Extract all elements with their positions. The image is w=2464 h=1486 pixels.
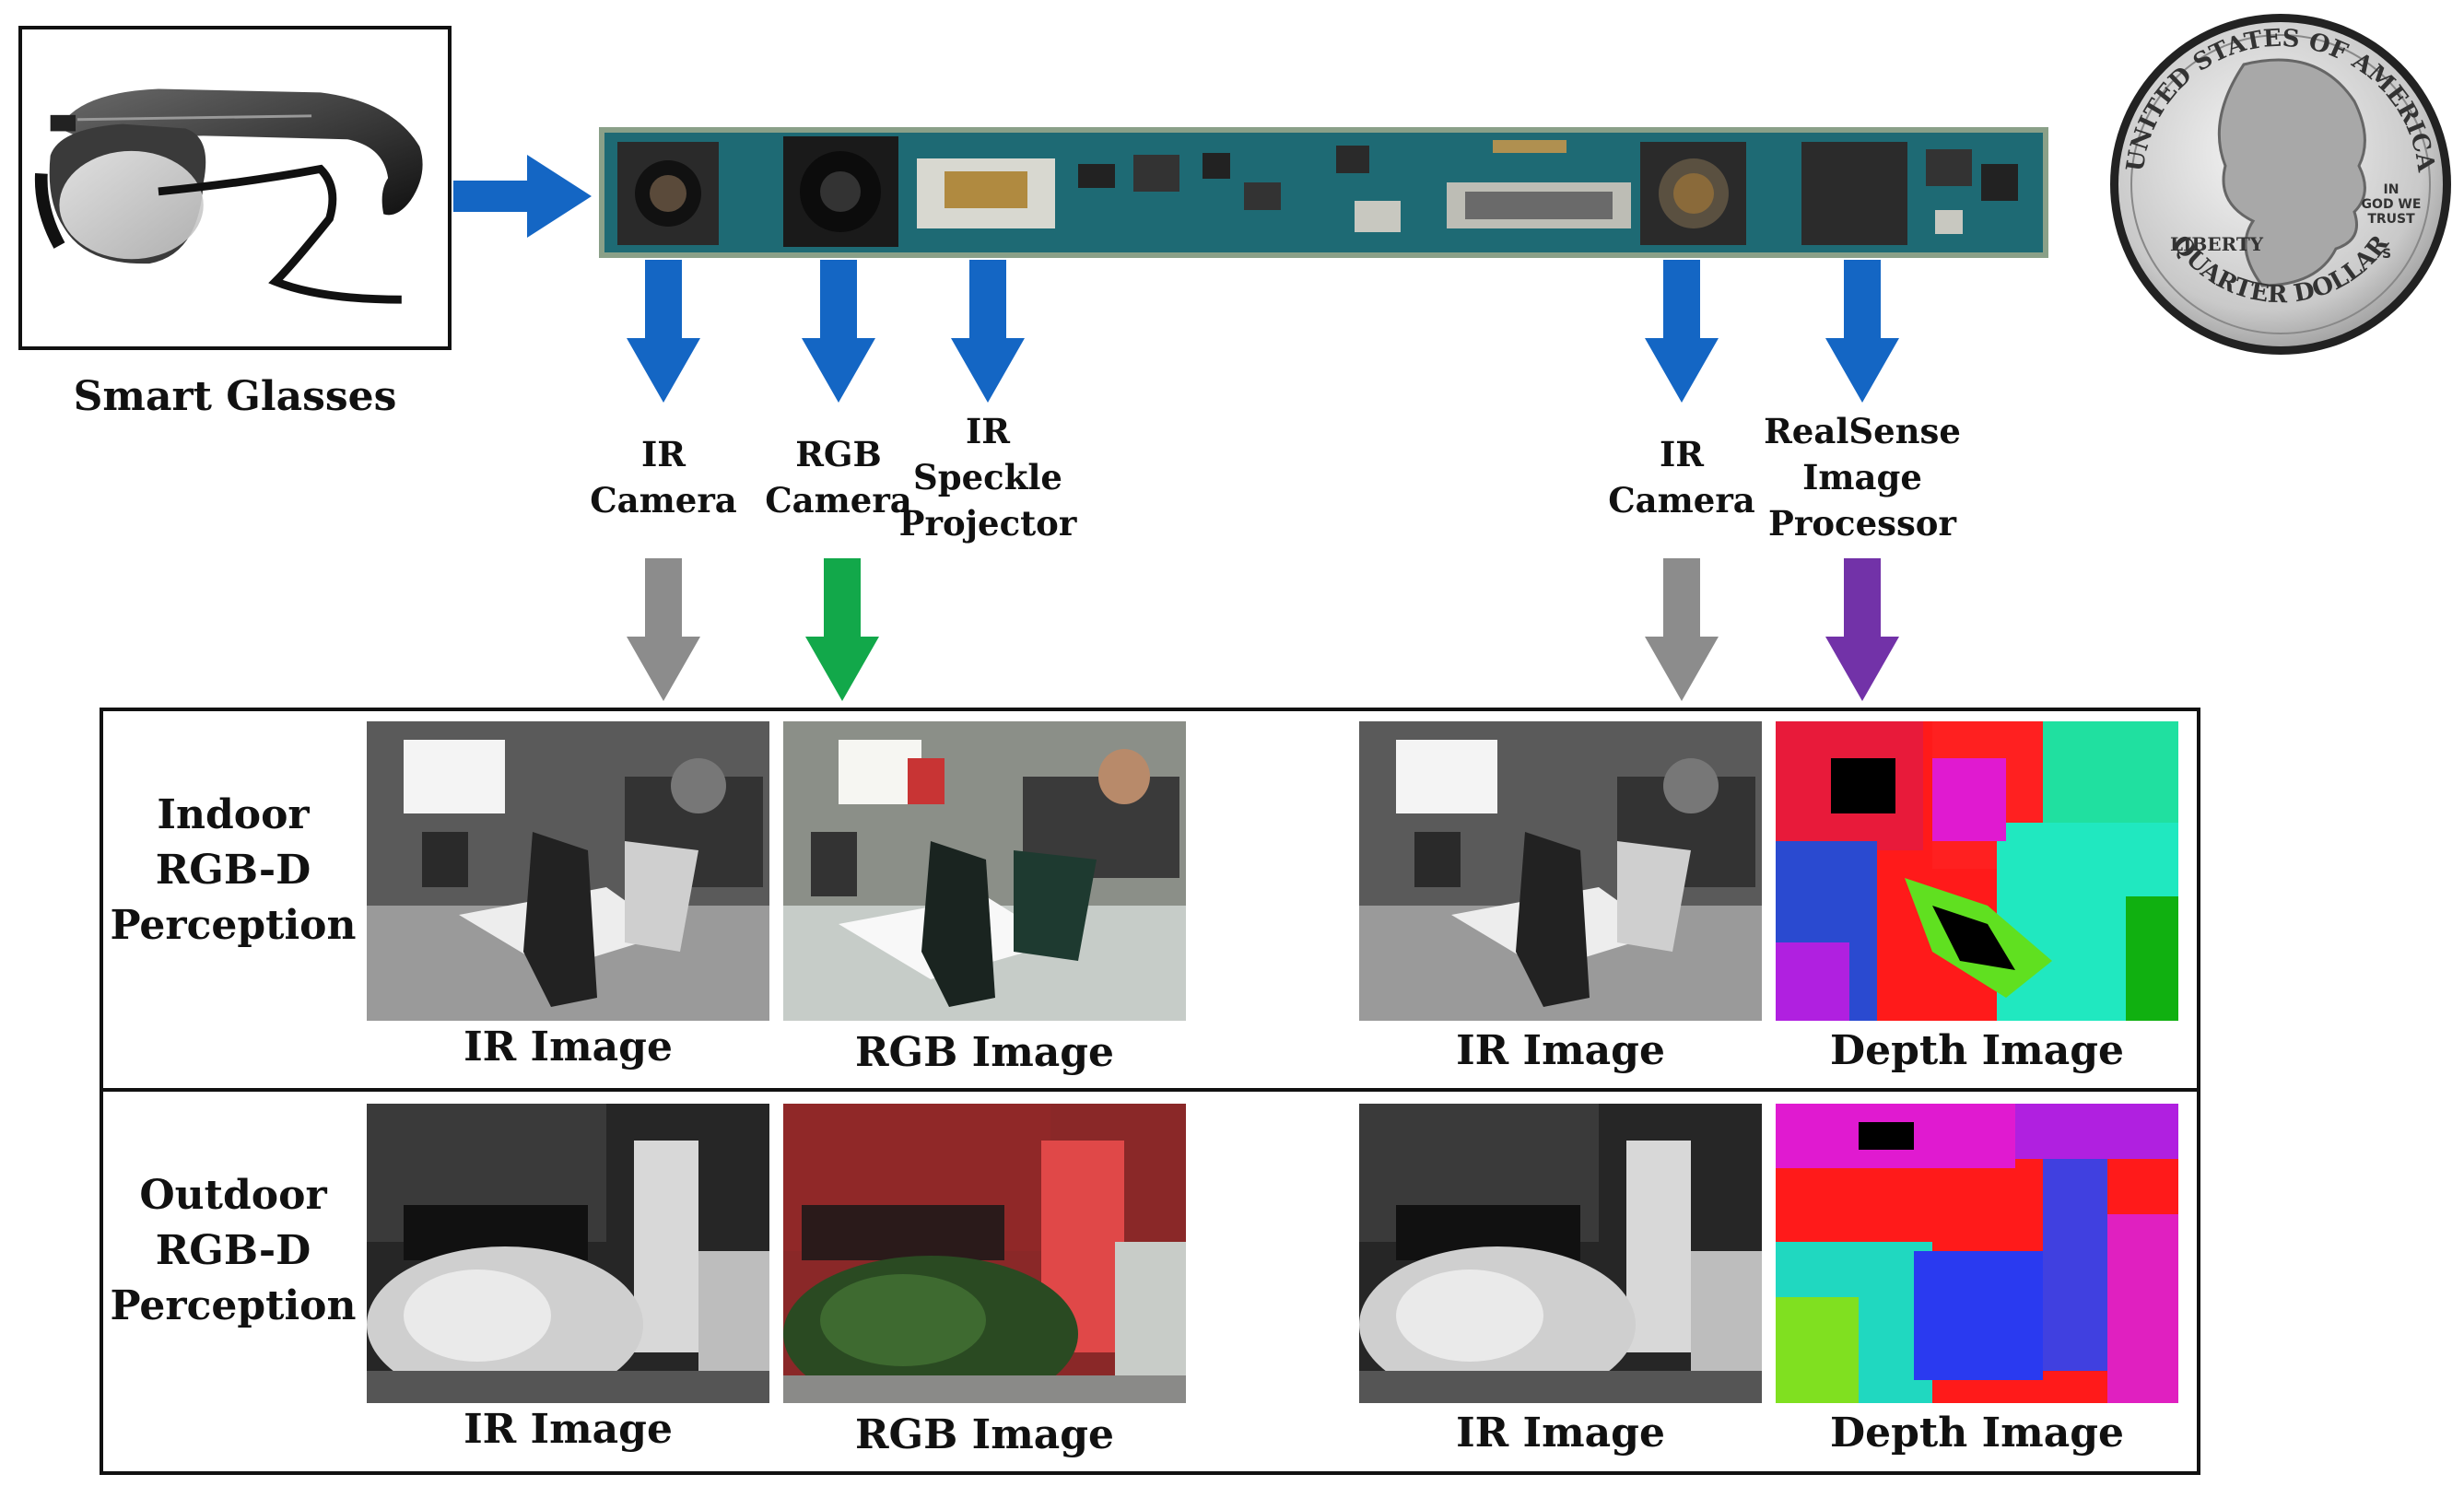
coin-liberty: LIBERTY bbox=[2170, 233, 2264, 255]
arrow-board-rgb bbox=[802, 260, 875, 403]
coin-top-text: UNITED STATES OF AMERICA bbox=[2121, 25, 2439, 174]
arrow-board-processor bbox=[1825, 260, 1899, 403]
coin-motto-3: TRUST bbox=[2367, 212, 2415, 227]
indoor-rgb-image bbox=[783, 721, 1186, 1021]
caption-indoor-rgb: RGB Image bbox=[854, 1029, 1115, 1076]
caption-indoor-ir-left: IR Image bbox=[463, 1024, 673, 1071]
outdoor-depth-image bbox=[1776, 1104, 2178, 1403]
outdoor-ir-image-left bbox=[367, 1104, 769, 1403]
caption-indoor-ir-right: IR Image bbox=[1456, 1027, 1665, 1074]
arrow-board-projector bbox=[951, 260, 1025, 403]
svg-text:UNITED STATES OF AMERICA: UNITED STATES OF AMERICA bbox=[2121, 25, 2439, 174]
coin-mint-mark: S bbox=[2382, 247, 2391, 262]
glasses-icon bbox=[34, 88, 423, 304]
glasses-label: Smart Glasses bbox=[73, 373, 397, 420]
indoor-ir-image-left bbox=[367, 721, 769, 1021]
coin-motto-1: IN bbox=[2384, 182, 2399, 197]
arrow-board-ir-right bbox=[1645, 260, 1719, 403]
outdoor-ir-image-right bbox=[1359, 1104, 1762, 1403]
indoor-ir-image-right bbox=[1359, 721, 1762, 1021]
pcb-board-image bbox=[599, 127, 2048, 258]
coin-motto-2: GOD WE bbox=[2362, 197, 2422, 212]
arrow-rgb-green bbox=[805, 558, 879, 701]
caption-outdoor-depth: Depth Image bbox=[1830, 1410, 2124, 1457]
arrow-board-ir-left bbox=[627, 260, 700, 403]
arrow-ir-left-gray bbox=[627, 558, 700, 701]
caption-outdoor-ir-right: IR Image bbox=[1456, 1410, 1665, 1457]
caption-outdoor-rgb: RGB Image bbox=[854, 1411, 1115, 1458]
quarter-coin-icon: UNITED STATES OF AMERICA QUARTER DOLLAR … bbox=[2106, 9, 2456, 359]
arrow-processor-purple bbox=[1825, 558, 1899, 701]
caption-indoor-depth: Depth Image bbox=[1830, 1027, 2124, 1074]
indoor-depth-image bbox=[1776, 721, 2178, 1021]
caption-outdoor-ir-left: IR Image bbox=[463, 1406, 673, 1453]
arrow-ir-right-gray bbox=[1645, 558, 1719, 701]
outdoor-rgb-image bbox=[783, 1104, 1186, 1403]
arrow-glasses-to-board bbox=[453, 155, 592, 238]
glasses-frame bbox=[18, 26, 452, 350]
row-divider bbox=[100, 1088, 2200, 1092]
